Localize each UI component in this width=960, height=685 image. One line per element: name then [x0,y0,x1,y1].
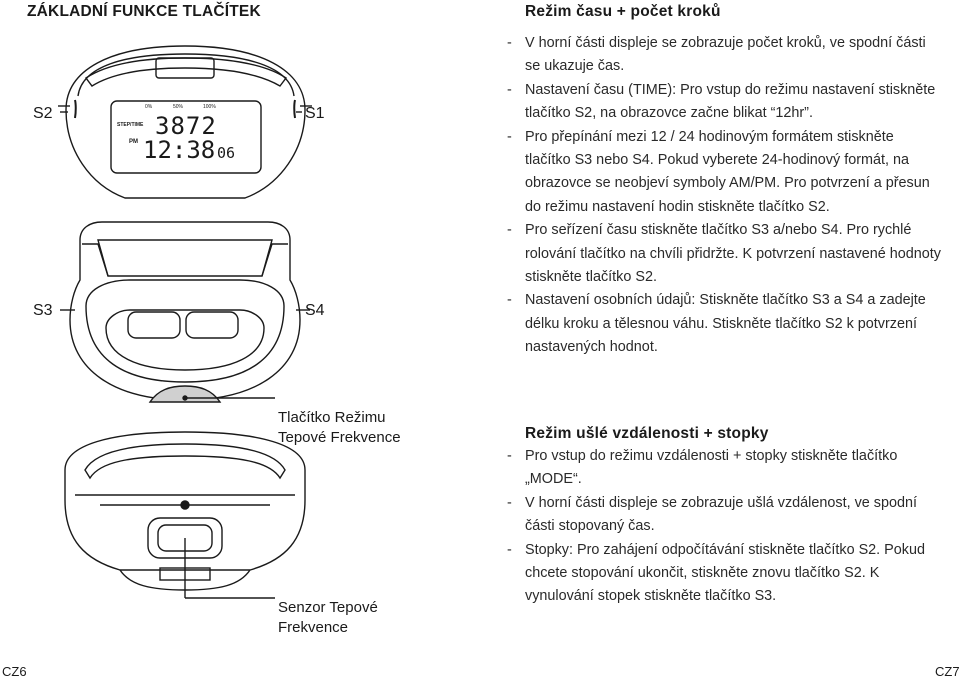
list-item: Pro vstup do režimu vzdálenosti + stopky… [503,445,943,492]
section-distance-list: Pro vstup do režimu vzdálenosti + stopky… [503,445,943,609]
lcd-seconds: 06 [217,144,236,162]
section-distance-title: Režim ušlé vzdálenosti + stopky [525,425,769,442]
lcd-display: 0% 50% 100% STEP/TIME 3872 PM 12:38 06 [113,102,259,172]
mode-button-label: Tlačítko Režimu Tepové Frekvence [278,408,401,448]
lcd-indicator: STEP/TIME [117,122,144,128]
lcd-scale-50: 50% [173,104,184,110]
section-time-steps-list: V horní části displeje se zobrazuje poče… [503,32,943,360]
list-item: Nastavení času (TIME): Pro vstup do reži… [503,79,943,126]
sensor-label: Senzor Tepové Frekvence [278,598,378,638]
section-time-steps: Režim času + počet kroků V horní části d… [503,3,943,360]
lcd-ampm: PM [129,139,138,145]
device-middle [69,221,301,403]
mode-label-line1: Tlačítko Režimu [278,409,386,426]
lcd-steps: 3872 [155,112,217,140]
section-time-steps-title: Režim času + počet kroků [525,3,721,20]
page-prefix-right: CZ [935,664,953,679]
sensor-label-line2: Frekvence [278,619,349,636]
device-bottom [64,431,306,599]
section-distance-stopwatch: Režim ušlé vzdálenosti + stopky Pro vstu… [503,425,943,609]
label-s3: S3 [33,302,53,319]
label-s1: S1 [305,105,325,122]
list-item: Stopky: Pro zahájení odpočítávání stiskn… [503,539,943,609]
page-prefix-left: CZ [2,664,20,679]
list-item: Pro seřízení času stiskněte tlačítko S3 … [503,219,943,289]
lcd-scale-0: 0% [145,104,153,110]
list-item: V horní části displeje se zobrazuje ušlá… [503,492,943,539]
mode-label-line2: Tepové Frekvence [278,429,401,446]
pedometer-illustration [58,45,312,599]
device-top [58,45,312,199]
list-item: V horní části displeje se zobrazuje poče… [503,32,943,79]
label-s4: S4 [305,302,325,319]
page-number-right: CZ7 [935,664,960,679]
list-item: Nastavení osobních údajů: Stiskněte tlač… [503,289,943,359]
page-num-left: 6 [19,664,27,679]
label-s2: S2 [33,105,53,122]
lcd-scale-100: 100% [203,104,216,110]
page-num-right: 7 [952,664,960,679]
lcd-time: 12:38 [143,136,216,164]
left-heading: ZÁKLADNÍ FUNKCE TLAČÍTEK [27,3,261,20]
page-number-left: CZ6 [2,664,27,679]
list-item: Pro přepínání mezi 12 / 24 hodinovým for… [503,126,943,220]
sensor-label-line1: Senzor Tepové [278,599,378,616]
